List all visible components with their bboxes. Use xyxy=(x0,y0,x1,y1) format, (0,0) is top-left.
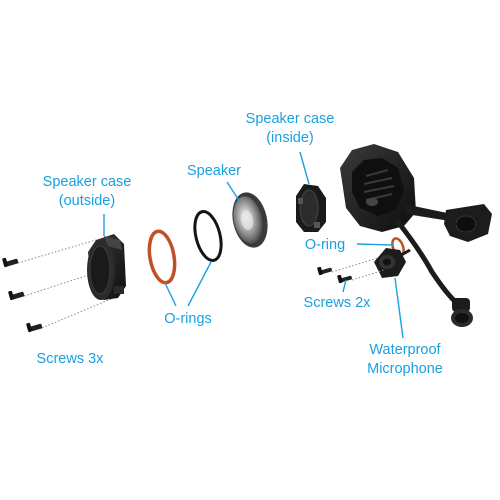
screw-right-2 xyxy=(337,269,385,284)
label-o-ring-text: O-ring xyxy=(304,237,346,253)
leader-speaker-case-inside xyxy=(299,151,310,185)
speaker-case-inside-part xyxy=(296,184,326,232)
label-screws-2x-text: Screws 2x xyxy=(303,295,371,311)
label-speaker-case-inside-line2: (inside) xyxy=(266,130,314,146)
leader-speaker xyxy=(226,181,241,203)
leader-o-ring-black xyxy=(187,261,212,307)
label-screws-2x: Screws 2x xyxy=(292,294,382,313)
label-speaker-case-outside-line1: Speaker case xyxy=(42,174,132,190)
label-speaker-case-inside: Speaker case (inside) xyxy=(222,110,358,148)
speaker-part xyxy=(232,192,268,248)
speaker-case-outside-part xyxy=(87,234,126,300)
label-screws-3x-text: Screws 3x xyxy=(36,351,104,367)
screw-left-3 xyxy=(26,295,119,333)
leader-o-ring xyxy=(356,243,394,246)
leader-screws-2x xyxy=(342,279,347,293)
label-waterproof-microphone-line1: Waterproof xyxy=(369,342,441,358)
screw-left-2 xyxy=(8,271,99,301)
label-waterproof-microphone-line2: Microphone xyxy=(367,361,443,377)
o-ring-orange-part xyxy=(147,229,177,285)
label-speaker-text: Speaker xyxy=(186,163,241,179)
label-o-ring: O-ring xyxy=(296,236,354,255)
label-speaker-case-outside: Speaker case (outside) xyxy=(18,173,156,211)
screws-2x-group xyxy=(317,257,385,284)
screw-left-1 xyxy=(2,239,97,268)
label-waterproof-microphone: Waterproof Microphone xyxy=(352,341,458,379)
waterproof-microphone-part xyxy=(374,248,411,278)
label-screws-3x: Screws 3x xyxy=(22,350,118,369)
label-speaker: Speaker xyxy=(176,162,252,181)
screw-right-1 xyxy=(317,257,379,276)
leader-o-ring-orange xyxy=(164,282,177,307)
leader-lines xyxy=(103,151,404,339)
label-speaker-case-outside-line2: (outside) xyxy=(58,193,116,209)
screws-3x-group xyxy=(2,239,119,333)
main-housing-part xyxy=(340,144,492,327)
label-o-rings: O-rings xyxy=(148,310,228,329)
leader-waterproof-microphone xyxy=(394,277,404,339)
label-speaker-case-inside-line1: Speaker case xyxy=(245,111,335,127)
o-ring-black-part xyxy=(193,210,223,262)
label-o-rings-text: O-rings xyxy=(164,311,212,327)
